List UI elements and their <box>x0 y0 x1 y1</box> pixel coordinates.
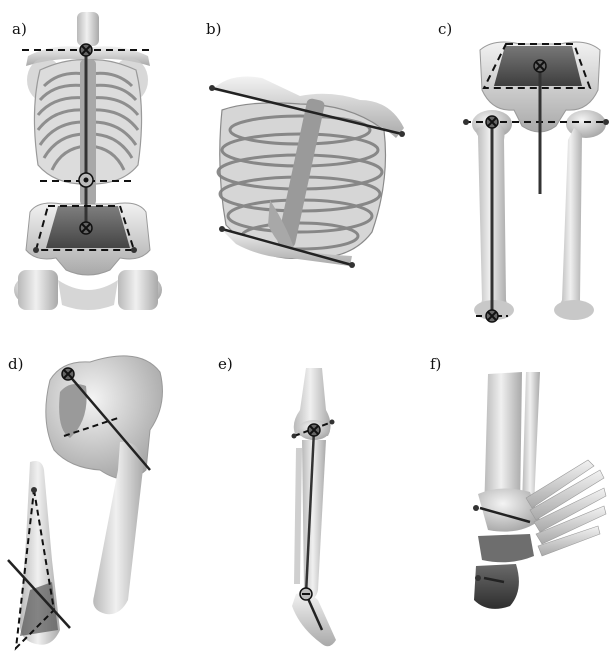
calcaneus-shaded <box>474 564 519 609</box>
metatarsals <box>526 460 606 556</box>
right-femur <box>560 128 584 318</box>
panel-b-ribcage-illustration <box>212 77 404 267</box>
talus-shaded <box>478 534 534 562</box>
fibula <box>294 448 302 584</box>
panel-a-torso-illustration <box>14 12 162 310</box>
panel-f-foot-illustration <box>474 372 606 609</box>
panel-e-leg-illustration <box>292 368 336 646</box>
cervical-spine <box>77 12 99 46</box>
tibia <box>302 440 326 600</box>
fibula-f <box>522 372 540 506</box>
foot <box>292 593 336 646</box>
